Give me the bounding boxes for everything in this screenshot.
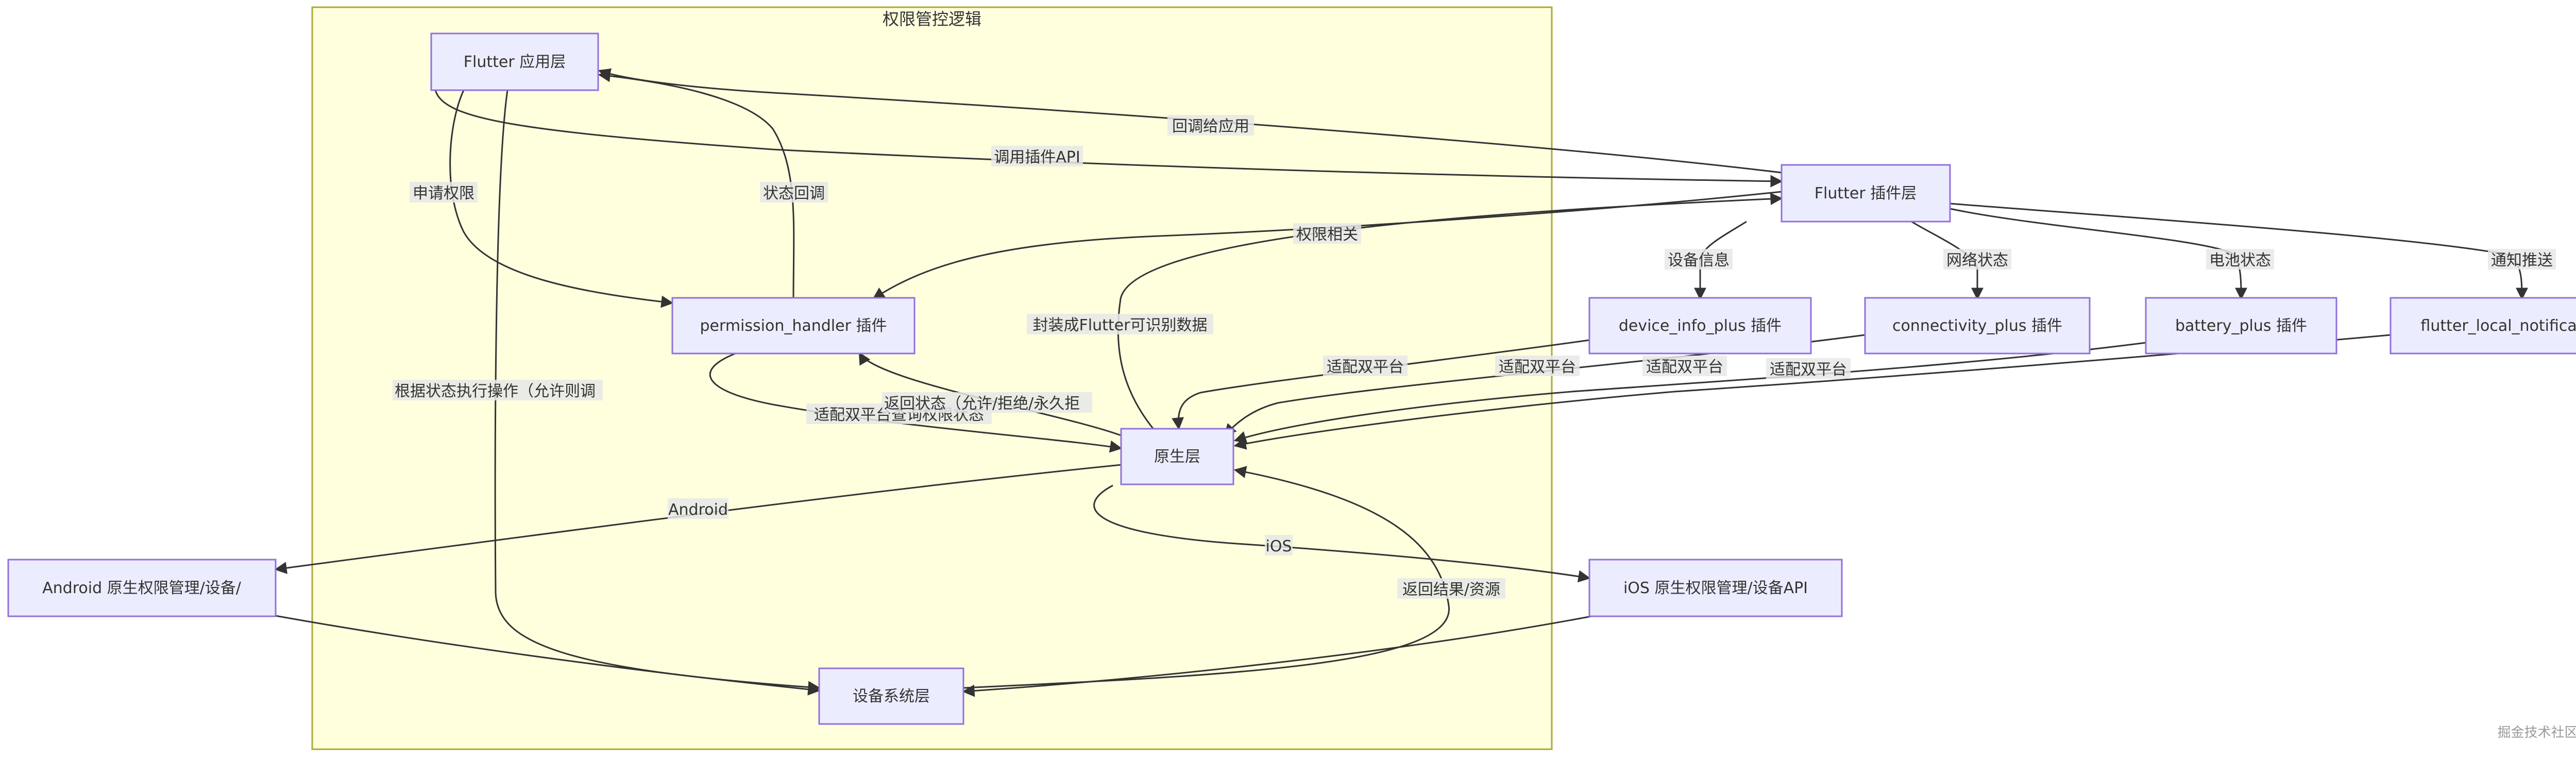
label-app-to-plugin: 调用插件API bbox=[994, 148, 1080, 166]
label-batt-to-native: 适配双平台 bbox=[1646, 358, 1723, 376]
label-app-to-system: 根据状态执行操作（允许则调 bbox=[395, 382, 596, 400]
edge-app-to-system bbox=[494, 90, 821, 694]
label-plugin-to-app: 回调给应用 bbox=[1172, 117, 1249, 136]
node-android-label: Android 原生权限管理/设备/ bbox=[42, 579, 242, 597]
label-native-to-plugin: 封装成Flutter可识别数据 bbox=[1033, 316, 1208, 334]
edge-native-to-plugin bbox=[1117, 192, 1783, 430]
edge-device-to-native bbox=[1172, 339, 1590, 430]
watermark: 掘金技术社区 @ 节点玩家 bbox=[2497, 725, 2576, 740]
label-notif-to-native: 适配双平台 bbox=[1770, 361, 1847, 379]
edge-android-to-system bbox=[275, 615, 821, 696]
edge-plugin-to-app bbox=[598, 68, 1782, 174]
label-plugin-to-device: 设备信息 bbox=[1668, 251, 1730, 269]
node-android: Android 原生权限管理/设备/ bbox=[7, 559, 277, 617]
node-system-label: 设备系统层 bbox=[853, 687, 930, 705]
label-plugin-to-batt: 电池状态 bbox=[2209, 251, 2271, 269]
label-plugin-to-conn: 网络状态 bbox=[1946, 251, 2008, 269]
label-native-to-ios: iOS bbox=[1266, 537, 1292, 555]
node-permission-handler-label: permission_handler 插件 bbox=[700, 317, 887, 335]
node-flutter-plugin: Flutter 插件层 bbox=[1781, 164, 1951, 223]
edge-app-to-plugin bbox=[434, 90, 1783, 188]
node-ios: iOS 原生权限管理/设备API bbox=[1588, 559, 1843, 617]
edge-plugin-to-perm bbox=[872, 191, 1782, 300]
label-device-to-native: 适配双平台 bbox=[1327, 358, 1404, 376]
label-plugin-to-perm: 权限相关 bbox=[1296, 226, 1358, 244]
node-permission-handler: permission_handler 插件 bbox=[671, 297, 916, 355]
node-flutter-app-label: Flutter 应用层 bbox=[464, 53, 566, 71]
edge-batt-to-native bbox=[1233, 342, 2146, 443]
label-native-to-android: Android bbox=[668, 501, 728, 519]
nodes: Flutter 应用层 Flutter 插件层 permission_handl… bbox=[7, 32, 2576, 725]
node-connectivity: connectivity_plus 插件 bbox=[1864, 297, 2091, 355]
node-connectivity-label: connectivity_plus 插件 bbox=[1892, 317, 2062, 335]
label-system-to-native: 返回结果/资源 bbox=[1402, 581, 1500, 599]
edge-perm-to-app bbox=[598, 70, 795, 298]
edge-labels: 调用插件API 回调给应用 申请权限 状态回调 权限相关 封装成Flutter可… bbox=[393, 115, 2556, 599]
label-perm-to-app: 状态回调 bbox=[763, 184, 825, 203]
label-app-to-perm: 申请权限 bbox=[413, 184, 474, 203]
label-native-to-perm: 返回状态（允许/拒绝/永久拒 bbox=[884, 395, 1080, 413]
node-device-info: device_info_plus 插件 bbox=[1588, 297, 1812, 355]
node-flutter-plugin-label: Flutter 插件层 bbox=[1815, 184, 1917, 203]
node-notifications: flutter_local_notifications/f bbox=[2389, 297, 2576, 355]
edge-system-to-native bbox=[963, 466, 1450, 689]
node-device-info-label: device_info_plus 插件 bbox=[1619, 317, 1782, 335]
label-plugin-to-notif: 通知推送 bbox=[2491, 251, 2553, 269]
node-native-label: 原生层 bbox=[1154, 448, 1200, 466]
edge-ios-to-system bbox=[962, 614, 1600, 697]
label-conn-to-native: 适配双平台 bbox=[1499, 358, 1576, 376]
node-ios-label: iOS 原生权限管理/设备API bbox=[1623, 579, 1808, 597]
node-native: 原生层 bbox=[1120, 428, 1234, 485]
cluster-title: 权限管控逻辑 bbox=[883, 9, 981, 29]
node-battery: battery_plus 插件 bbox=[2145, 297, 2337, 355]
node-notifications-label: flutter_local_notifications/f bbox=[2420, 317, 2576, 335]
edge-app-to-perm bbox=[449, 90, 674, 308]
cluster-permission-control: 权限管控逻辑 bbox=[311, 6, 1553, 750]
node-battery-label: battery_plus 插件 bbox=[2175, 317, 2307, 335]
node-flutter-app: Flutter 应用层 bbox=[430, 32, 599, 91]
node-system: 设备系统层 bbox=[818, 667, 964, 725]
